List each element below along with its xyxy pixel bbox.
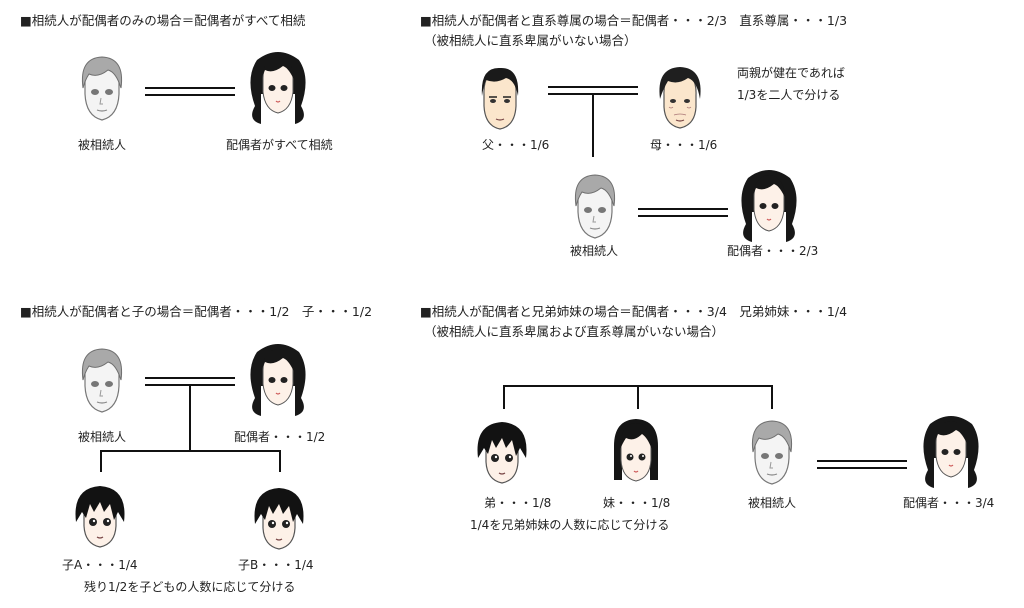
sibling-drop-line bbox=[637, 385, 639, 409]
mother-icon bbox=[650, 63, 710, 133]
marriage-line bbox=[817, 460, 907, 462]
deceased-icon bbox=[565, 172, 625, 242]
father-icon bbox=[470, 64, 530, 134]
marriage-line bbox=[638, 215, 728, 217]
descent-line bbox=[592, 93, 594, 157]
descent-line bbox=[189, 384, 191, 451]
child-drop-line bbox=[100, 450, 102, 472]
section4-subtitle: （被相続人に直系卑属および直系尊属がいない場合） bbox=[424, 324, 725, 339]
deceased-icon bbox=[742, 418, 802, 488]
spouse-label: 配偶者がすべて相続 bbox=[226, 138, 333, 152]
marriage-line bbox=[817, 467, 907, 469]
spouse-label: 配偶者・・・3/4 bbox=[903, 496, 995, 510]
deceased-label: 被相続人 bbox=[78, 138, 127, 152]
child-b-label: 子B・・・1/4 bbox=[238, 558, 314, 572]
deceased-icon bbox=[72, 54, 132, 124]
mother-label: 母・・・1/6 bbox=[650, 138, 718, 152]
child-a-icon bbox=[70, 482, 130, 552]
spouse-label: 配偶者・・・1/2 bbox=[234, 430, 326, 444]
spouse-icon bbox=[243, 48, 313, 128]
section2-note-line2: 1/3を二人で分ける bbox=[737, 88, 841, 102]
brother-label: 弟・・・1/8 bbox=[484, 496, 552, 510]
deceased-icon bbox=[72, 346, 132, 416]
father-label: 父・・・1/6 bbox=[482, 138, 550, 152]
deceased-label: 被相続人 bbox=[748, 496, 797, 510]
spouse-label: 配偶者・・・2/3 bbox=[727, 244, 819, 258]
spouse-icon bbox=[243, 340, 313, 420]
section2-title: ■相続人が配偶者と直系尊属の場合＝配偶者・・・2/3 直系尊属・・・1/3 bbox=[420, 13, 848, 28]
marriage-line bbox=[548, 86, 638, 88]
sister-icon bbox=[606, 416, 666, 486]
child-drop-line bbox=[279, 450, 281, 472]
section4-note: 1/4を兄弟姉妹の人数に応じて分ける bbox=[470, 518, 670, 532]
section1-title: ■相続人が配偶者のみの場合＝配偶者がすべて相続 bbox=[20, 13, 306, 28]
section4-title: ■相続人が配偶者と兄弟姉妹の場合＝配偶者・・・3/4 兄弟姉妹・・・1/4 bbox=[420, 304, 848, 319]
section2-subtitle: （被相続人に直系卑属がいない場合） bbox=[424, 33, 637, 48]
spouse-icon bbox=[734, 166, 804, 246]
child-b-icon bbox=[249, 484, 309, 554]
child-a-label: 子A・・・1/4 bbox=[62, 558, 138, 572]
marriage-line bbox=[638, 208, 728, 210]
section3-note: 残り1/2を子どもの人数に応じて分ける bbox=[84, 580, 296, 594]
section2-note-line1: 両親が健在であれば bbox=[737, 66, 845, 80]
deceased-label: 被相続人 bbox=[78, 430, 127, 444]
deceased-label: 被相続人 bbox=[570, 244, 619, 258]
brother-icon bbox=[472, 418, 532, 488]
sister-label: 妹・・・1/8 bbox=[603, 496, 671, 510]
section3-title: ■相続人が配偶者と子の場合＝配偶者・・・1/2 子・・・1/2 bbox=[20, 304, 373, 319]
marriage-line bbox=[145, 94, 235, 96]
spouse-icon bbox=[916, 412, 986, 492]
sibling-line bbox=[100, 450, 281, 452]
marriage-line bbox=[145, 87, 235, 89]
sibling-drop-line bbox=[771, 385, 773, 409]
sibling-drop-line bbox=[503, 385, 505, 409]
marriage-line bbox=[145, 377, 235, 379]
